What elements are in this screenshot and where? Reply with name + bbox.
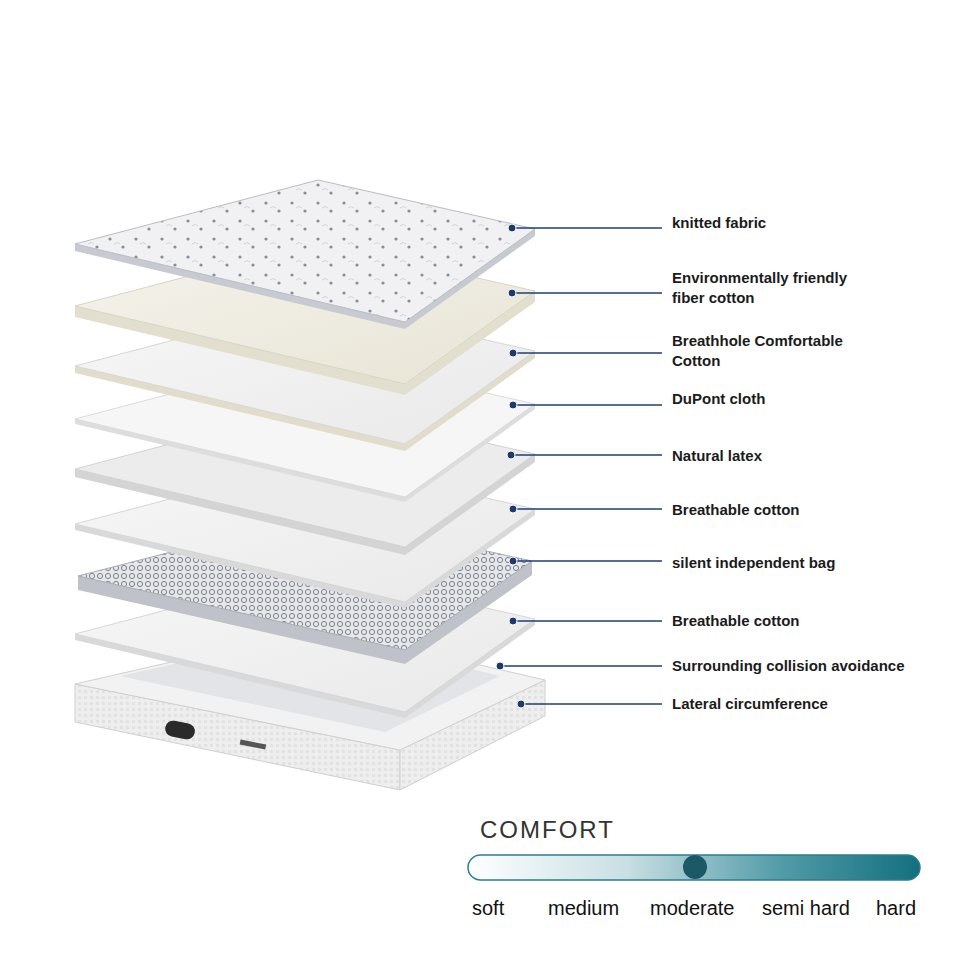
layer-label: silent independent bag [672,553,835,573]
scale-label: soft [472,895,504,921]
layer-label: Lateral circumference [672,694,828,714]
layer-knitted [75,180,535,329]
scale-label: hard [876,895,916,921]
layer-label: Natural latex [672,446,762,466]
leader-dots [496,224,525,708]
layer-label: Breathable cotton [672,611,800,631]
layer-label: Surrounding collision avoidance [672,656,905,676]
scale-label: semi hard [762,895,850,921]
layer-label: Environmentally friendly fiber cotton [672,268,862,307]
layer-label: knitted fabric [672,213,766,233]
comfort-scale [468,855,920,880]
layer-label: Breathhole Comfortable Cotton [672,331,862,370]
scale-label: medium [548,895,619,921]
layer-label: Breathable cotton [672,500,800,520]
scale-heading: COMFORT [480,814,615,845]
leader-lines [500,228,662,704]
scale-label: moderate [650,895,735,921]
layer-label: DuPont cloth [672,389,765,409]
